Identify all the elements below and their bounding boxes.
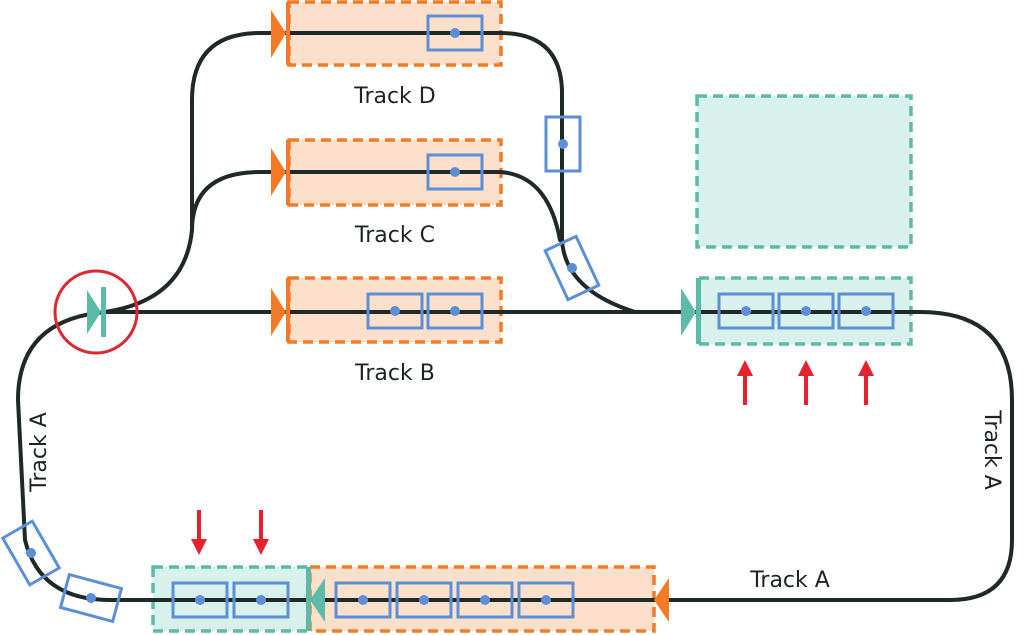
arrow-up-1 [737,360,753,405]
signal-track-a-bottom-teal [306,567,325,631]
label-track-a-right: Track A [979,409,1004,490]
car-track-a-bottom-orange-3 [456,581,514,619]
car-track-a-bottom-teal-1 [171,581,229,619]
label-track-c: Track C [354,223,435,248]
arrow-down-1 [191,510,207,555]
highlight-circle [53,269,139,355]
car-track-a-upper-1 [717,292,775,330]
car-track-b-1 [366,292,424,330]
car-track-a-bottom-orange-4 [517,581,575,619]
car-track-a-upper-3 [837,292,895,330]
car-curve-d [544,115,582,173]
signal-track-d [271,2,290,65]
zone-empty-teal [695,94,913,249]
car-track-a-bottom-orange-2 [395,581,453,619]
car-curve-left-1 [0,519,62,587]
signal-track-a-bottom-orange [654,578,669,622]
car-track-b-2 [426,292,484,330]
arrow-down-2 [253,510,269,555]
label-track-a-bottom: Track A [749,568,830,593]
car-curve-left-2 [58,572,124,624]
signal-track-c [271,140,290,205]
car-track-c [426,153,484,191]
arrow-up-2 [798,360,814,405]
car-track-a-upper-2 [777,292,835,330]
car-curve-c [543,234,601,302]
label-track-d: Track D [353,84,436,109]
arrow-up-3 [858,360,874,405]
signal-track-a-upper [681,278,701,344]
label-track-a-left: Track A [27,412,52,493]
track-a-loop [15,310,1014,602]
car-track-a-bottom-orange-1 [334,581,392,619]
signal-track-b [271,278,290,342]
car-track-d [426,14,484,52]
signal-switch-teal [87,287,106,337]
track-d-line [103,31,637,314]
label-track-b: Track B [354,361,435,386]
track-c-line [190,170,562,242]
car-track-a-bottom-teal-2 [232,581,290,619]
